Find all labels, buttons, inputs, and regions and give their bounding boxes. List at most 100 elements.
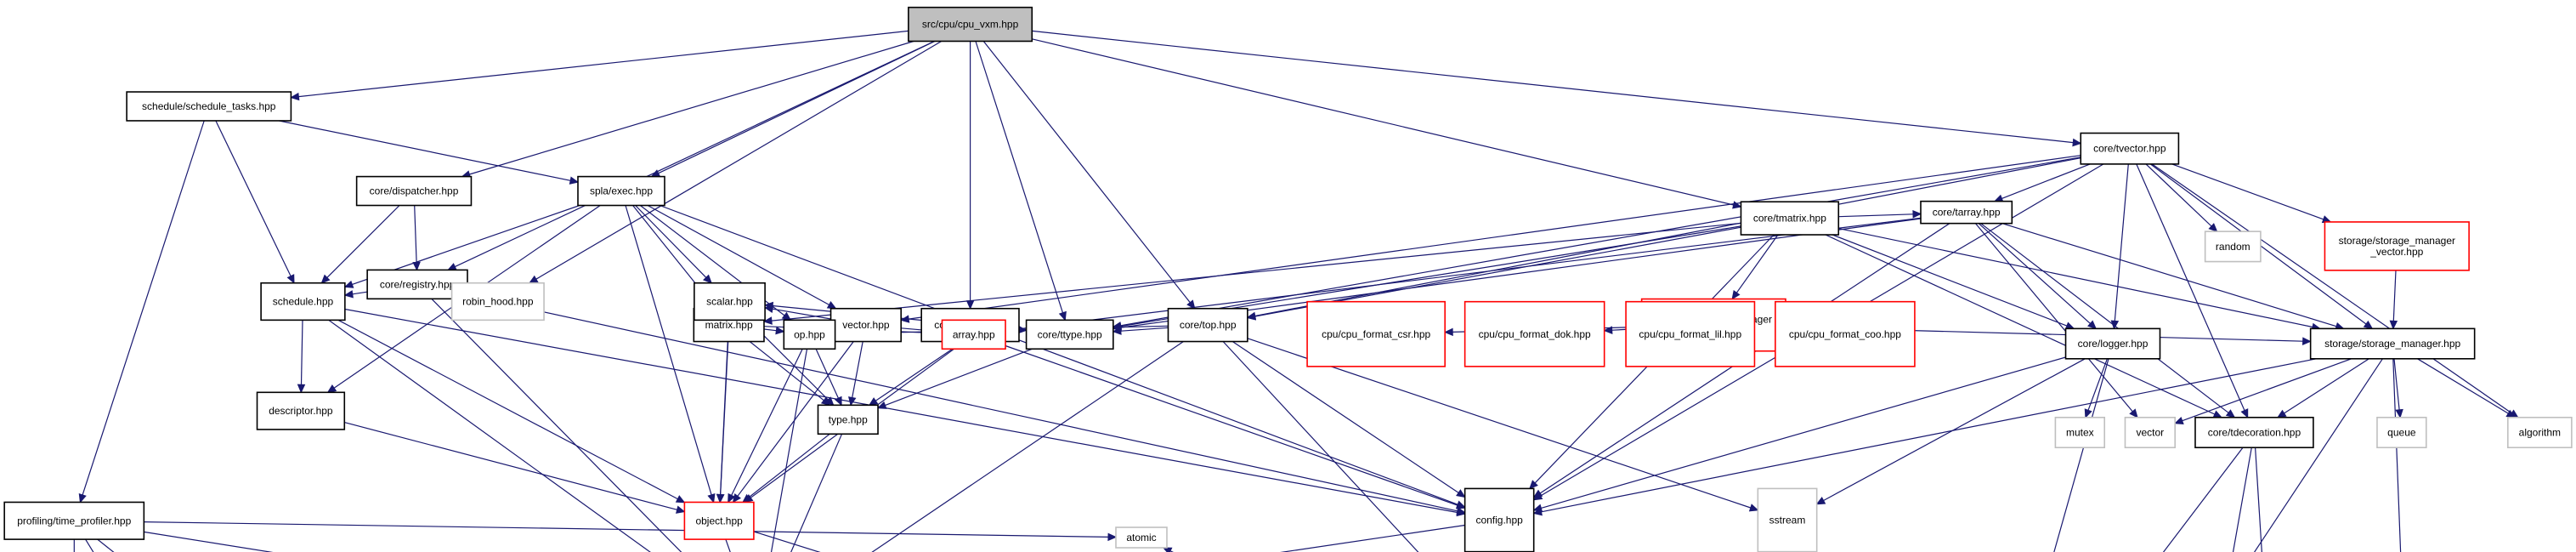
node-label: atomic bbox=[1126, 532, 1156, 543]
node-box bbox=[1025, 319, 1114, 350]
node-tdecoration[interactable]: core/tdecoration.hpp bbox=[2194, 416, 2314, 449]
node-label: matrix.hpp bbox=[705, 319, 753, 331]
node-dispatcher[interactable]: core/dispatcher.hpp bbox=[355, 175, 473, 207]
node-label: core/logger.hpp bbox=[2078, 338, 2149, 350]
node-vector-h[interactable]: vector.hpp bbox=[829, 307, 903, 343]
arrowhead-icon bbox=[343, 280, 354, 288]
edge-registry-to-string bbox=[431, 298, 682, 552]
edge-sm_vector-to-storage_manager bbox=[2392, 270, 2397, 322]
node-label: object.hpp bbox=[695, 515, 743, 526]
arrowhead-icon bbox=[834, 396, 842, 407]
node-coo[interactable]: cpu/cpu_format_coo.hpp bbox=[1775, 300, 1916, 367]
arrowhead-icon bbox=[1186, 299, 1196, 310]
node-object[interactable]: object.hpp bbox=[683, 501, 755, 540]
edge-tdecoration-to-array_std bbox=[2232, 447, 2252, 552]
node-schedule-tasks[interactable]: schedule/schedule_tasks.hpp bbox=[126, 91, 292, 122]
node-box bbox=[256, 391, 346, 430]
node-box bbox=[355, 175, 473, 207]
node-registry[interactable]: core/registry.hpp bbox=[366, 269, 468, 300]
node-tarray[interactable]: core/tarray.hpp bbox=[1920, 200, 2013, 225]
node-logger[interactable]: core/logger.hpp bbox=[2064, 327, 2161, 360]
node-box bbox=[260, 282, 346, 322]
node-csr[interactable]: cpu/cpu_format_csr.hpp bbox=[1306, 300, 1446, 367]
node-tvector[interactable]: core/tvector.hpp bbox=[2080, 132, 2180, 165]
edge-tarray-to-tdecoration bbox=[1980, 223, 2229, 413]
node-box bbox=[126, 91, 292, 122]
arrowhead-icon bbox=[286, 274, 295, 284]
edge-logger-to-functional bbox=[2053, 358, 2109, 552]
edge-vector_h-to-type_h bbox=[852, 341, 863, 398]
edge-type_h-to-object bbox=[748, 433, 830, 498]
node-tmatrix[interactable]: core/tmatrix.hpp bbox=[1740, 201, 1840, 236]
node-label: robin_hood.hpp bbox=[462, 296, 534, 308]
edge-exec-to-config bbox=[660, 204, 1458, 505]
arrowhead-icon bbox=[742, 493, 752, 504]
arrowhead-icon bbox=[2212, 410, 2223, 418]
nodes-layer: src/cpu/cpu_vxm.hpp schedule/schedule_tas… bbox=[3, 6, 2573, 552]
edge-op-to-object bbox=[731, 349, 803, 496]
edge-top-to-functional bbox=[1222, 341, 1419, 552]
arrowhead-icon bbox=[675, 495, 686, 504]
edge-schedule-to-descriptor bbox=[300, 320, 303, 385]
edge-logger-to-mutex bbox=[2087, 358, 2108, 411]
node-exec[interactable]: spla/exec.hpp bbox=[577, 175, 665, 207]
edge-storage_manager-to-algorithm bbox=[2417, 358, 2509, 414]
arrowhead-icon bbox=[2084, 408, 2092, 418]
node-ttype[interactable]: core/ttype.hpp bbox=[1025, 319, 1114, 350]
arrowhead-icon bbox=[2174, 417, 2184, 424]
edge-ttype-to-type_h bbox=[885, 348, 1033, 407]
arrowhead-icon bbox=[1107, 532, 1118, 542]
node-dok[interactable]: cpu/cpu_format_dok.hpp bbox=[1464, 300, 1605, 367]
node-descriptor[interactable]: descriptor.hpp bbox=[256, 391, 346, 430]
node-storage-manager[interactable]: storage/storage_manager.hpp bbox=[2309, 327, 2476, 360]
node-sm-vector[interactable]: storage/storage_manager_vector.hpp bbox=[2324, 221, 2470, 271]
node-box bbox=[1167, 307, 1248, 343]
arrowhead-icon bbox=[326, 384, 337, 393]
arrowhead-icon bbox=[762, 316, 773, 325]
node-scalar[interactable]: scalar.hpp bbox=[694, 282, 766, 322]
node-op[interactable]: op.hpp bbox=[783, 319, 836, 350]
arrowhead-icon bbox=[2395, 408, 2403, 419]
edge-tvector-to-sm_vector bbox=[2171, 163, 2324, 220]
node-box bbox=[1740, 201, 1840, 236]
node-vector-std: vector bbox=[2124, 416, 2177, 449]
arrowhead-icon bbox=[732, 493, 742, 504]
node-robin-hood: robin_hood.hpp bbox=[450, 282, 545, 322]
edge-tvector-to-ttype bbox=[1120, 156, 2081, 327]
edge-tdecoration-to-bitset bbox=[2255, 447, 2262, 552]
node-box bbox=[694, 282, 766, 322]
edge-storage_manager-to-vector_std bbox=[2182, 358, 2352, 422]
node-array-h[interactable]: array.hpp bbox=[941, 319, 1006, 350]
node-box bbox=[3, 501, 145, 540]
arrowhead-icon bbox=[2240, 408, 2249, 418]
edge-top-to-string bbox=[871, 341, 1184, 552]
node-lil[interactable]: cpu/cpu_format_lil.hpp bbox=[1625, 300, 1756, 367]
edge-object-to-ref bbox=[753, 531, 821, 552]
arrowhead-icon bbox=[343, 290, 354, 299]
node-box bbox=[2204, 230, 2262, 263]
node-type-h[interactable]: type.hpp bbox=[817, 404, 879, 435]
node-box bbox=[2080, 132, 2180, 165]
arrowhead-icon bbox=[728, 492, 736, 504]
arrowhead-icon bbox=[1748, 504, 1759, 512]
edge-matrix-to-op bbox=[763, 328, 777, 332]
node-label: schedule.hpp bbox=[273, 296, 334, 308]
node-box bbox=[1625, 300, 1756, 367]
node-label: core/dispatcher.hpp bbox=[370, 185, 459, 197]
arrowhead-icon bbox=[824, 396, 835, 407]
node-config[interactable]: config.hpp bbox=[1464, 487, 1535, 552]
node-label: core/top.hpp bbox=[1180, 319, 1237, 331]
node-schedule[interactable]: schedule.hpp bbox=[260, 282, 346, 322]
node-label: _vector.hpp bbox=[2369, 246, 2423, 258]
edge-tmatrix-to-tarray bbox=[1838, 213, 1914, 218]
node-label: core/tdecoration.hpp bbox=[2208, 427, 2301, 439]
arrowhead-icon bbox=[716, 493, 725, 504]
node-root[interactable]: src/cpu/cpu_vxm.hpp bbox=[908, 6, 1033, 43]
node-top[interactable]: core/top.hpp bbox=[1167, 307, 1248, 343]
node-label: config.hpp bbox=[1475, 515, 1523, 526]
node-time-profiler[interactable]: profiling/time_profiler.hpp bbox=[3, 501, 145, 540]
edge-root-to-top bbox=[982, 41, 1191, 304]
arrowhead-icon bbox=[1815, 496, 1826, 505]
edge-tarray-to-logger bbox=[1978, 223, 2091, 324]
node-label: random bbox=[2216, 241, 2250, 253]
